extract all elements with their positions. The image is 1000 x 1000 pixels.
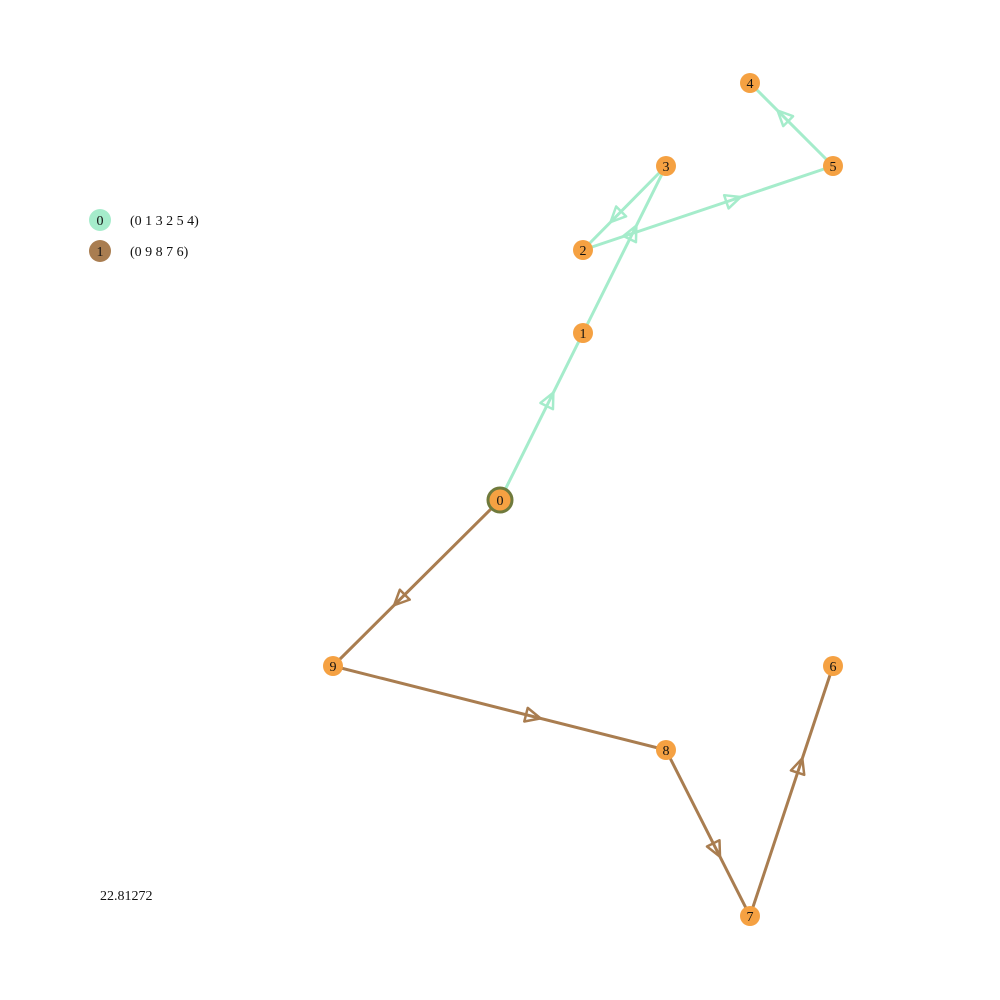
edge-route-1-8-7	[664, 748, 752, 918]
node-1: 1	[573, 323, 593, 343]
node-label: 5	[830, 160, 837, 175]
node-circle	[573, 240, 593, 260]
legend-swatch-route-1	[89, 240, 111, 262]
node-5: 5	[823, 156, 843, 176]
node-8: 8	[656, 740, 676, 760]
legend-swatch-id-route-0: 0	[97, 214, 104, 229]
edge-route-1-0-9	[331, 498, 502, 668]
node-6: 6	[823, 656, 843, 676]
legend-label-route-0: (0 1 3 2 5 4)	[130, 214, 199, 229]
route-arrows	[392, 109, 806, 858]
legend-label-route-1: (0 9 8 7 6)	[130, 245, 189, 260]
depot-node-0: 0	[486, 486, 514, 514]
node-label: 1	[580, 327, 587, 342]
arrow-route-1-9-8	[523, 706, 542, 723]
edge-route-1-7-6	[748, 664, 835, 918]
node-circle	[823, 156, 843, 176]
node-4: 4	[740, 73, 760, 93]
node-label: 9	[330, 660, 337, 675]
arrow-route-1-8-7	[705, 838, 722, 858]
node-label: 3	[663, 160, 670, 175]
edge-route-0-2-5	[581, 164, 835, 252]
node-label: 8	[663, 744, 670, 759]
arrow-route-0-2-5	[722, 193, 742, 210]
arrow-route-0-5-4	[776, 109, 795, 128]
arrow-route-0-1-3	[622, 224, 638, 244]
node-label: 2	[580, 244, 587, 259]
node-label: 0	[497, 494, 504, 509]
node-3: 3	[656, 156, 676, 176]
arrow-route-0-0-1	[539, 391, 555, 411]
graph-nodes: 0 1 2 3 4 5 6 7 8 9	[323, 73, 843, 926]
node-circle	[656, 156, 676, 176]
edge-route-0-5-4	[748, 81, 835, 168]
edge-route-0-1-3	[581, 164, 668, 335]
node-circle	[740, 906, 760, 926]
edge-route-0-3-2	[581, 164, 668, 252]
legend-swatch-id-route-1: 1	[97, 245, 104, 260]
arrow-route-1-7-6	[789, 757, 806, 777]
node-label: 4	[747, 77, 754, 92]
node-circle	[823, 656, 843, 676]
legend-swatch-route-0	[89, 209, 111, 231]
arrow-route-0-3-2	[609, 205, 628, 224]
node-2: 2	[573, 240, 593, 260]
node-9: 9	[323, 656, 343, 676]
depot-marker	[486, 486, 514, 514]
node-circle	[656, 740, 676, 760]
route-edges	[331, 81, 835, 918]
node-circle	[323, 656, 343, 676]
legend-item-route-1: 1 (0 9 8 7 6)	[89, 240, 189, 262]
total-cost: 22.81272	[100, 889, 153, 904]
legend-item-route-0: 0 (0 1 3 2 5 4)	[89, 209, 199, 231]
node-circle	[573, 323, 593, 343]
node-label: 6	[830, 660, 837, 675]
node-circle	[740, 73, 760, 93]
arrow-route-1-0-9	[392, 588, 411, 607]
edge-route-0-0-1	[498, 331, 585, 502]
edge-route-1-9-8	[331, 664, 668, 752]
node-7: 7	[740, 906, 760, 926]
node-label: 7	[747, 910, 754, 925]
legend: 0 (0 1 3 2 5 4) 1 (0 9 8 7 6)	[89, 209, 199, 262]
